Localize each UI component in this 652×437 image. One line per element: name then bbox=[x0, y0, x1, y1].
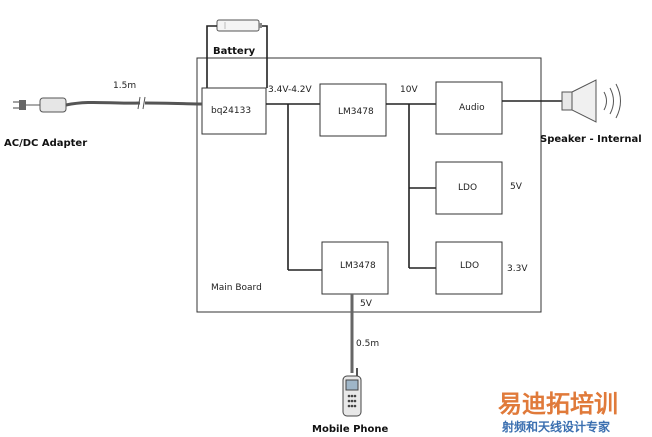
boost-bottom-box bbox=[321, 241, 389, 295]
ldo-b-voltage: 3.3V bbox=[507, 264, 528, 274]
mobile-phone-icon bbox=[342, 368, 362, 417]
adapter-icon bbox=[13, 97, 67, 113]
cable-break-mark bbox=[142, 96, 146, 110]
main-board-label: Main Board bbox=[211, 283, 262, 293]
speaker-label: Speaker - Internal bbox=[540, 134, 642, 145]
ldo-a-voltage: 5V bbox=[510, 182, 523, 192]
ldo-b-label: LDO bbox=[460, 261, 479, 271]
boost-top-label: LM3478 bbox=[338, 107, 374, 117]
watermark-line2: 射频和天线设计专家 bbox=[501, 419, 611, 434]
battery-wire bbox=[206, 25, 268, 88]
ldo-a-label: LDO bbox=[458, 183, 477, 193]
cable-break-mark bbox=[137, 96, 141, 110]
audio-label: Audio bbox=[459, 103, 485, 113]
boost-bottom-label: LM3478 bbox=[340, 261, 376, 271]
adapter-label: AC/DC Adapter bbox=[4, 138, 87, 149]
boost-top-box bbox=[319, 83, 387, 137]
audio-box bbox=[435, 81, 503, 135]
ldo-a-box bbox=[435, 161, 503, 215]
battery-icon bbox=[216, 19, 262, 32]
main-board-outline bbox=[196, 57, 542, 313]
charger-label: bq24133 bbox=[211, 106, 251, 116]
adapter-cable-length: 1.5m bbox=[113, 81, 136, 91]
phone-label: Mobile Phone bbox=[312, 424, 389, 435]
battery-label: Battery bbox=[213, 46, 256, 57]
battery-voltage-label: 3.4V-4.2V bbox=[268, 85, 313, 95]
watermark-line1: 易迪拓培训 bbox=[498, 390, 618, 418]
bus-voltage-label: 10V bbox=[400, 85, 418, 95]
phone-voltage-label: 5V bbox=[360, 299, 373, 309]
charger-box bbox=[201, 87, 267, 135]
ldo-b-box bbox=[435, 241, 503, 295]
speaker-icon bbox=[561, 79, 621, 123]
adapter-cable bbox=[65, 100, 203, 107]
phone-cable-length: 0.5m bbox=[356, 339, 379, 349]
